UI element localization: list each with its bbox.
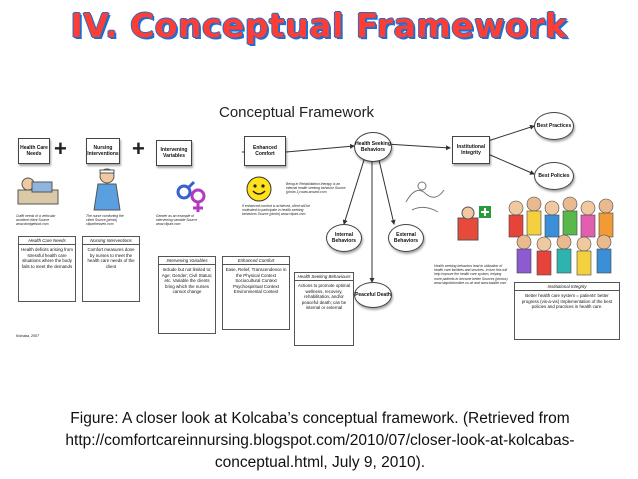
variables-note: Gender as an example of intervening vari… <box>156 214 198 227</box>
variables-panel: Intervening Variables Include but not li… <box>158 256 216 334</box>
slide-title: IV. Conceptual Framework <box>70 6 568 45</box>
conceptual-framework-diagram: Conceptual Framework Health Care Needs +… <box>14 96 624 350</box>
best-policies-circle: Best Policies <box>534 162 574 190</box>
nursing-interventions-box: Nursing Interventions <box>86 138 120 164</box>
variables-panel-text: Include but not limited to: Age; Gender;… <box>161 267 213 295</box>
plus-sign: + <box>132 136 145 161</box>
best-practices-circle: Best Practices <box>534 112 574 140</box>
comfort-panel: Enhanced Comfort Ease, Relief, Transcend… <box>222 256 290 330</box>
gender-symbols-icon <box>176 180 206 212</box>
needs-panel: Health Care Needs Health deficits arisin… <box>18 236 76 302</box>
nurse-note: The nurse comforting the client Source (… <box>86 214 124 227</box>
seeking-panel-heading: Health Seeking Behaviours <box>295 273 353 281</box>
diagram-title: Conceptual Framework <box>219 104 375 121</box>
nursing-panel-text: Comfort measures done by nurses to meet … <box>87 247 135 269</box>
smiley-face-icon <box>246 176 272 202</box>
patient-illustration <box>17 177 59 205</box>
intervening-variables-box: Intervening Variables <box>156 140 192 166</box>
doctor-illustration <box>457 206 491 241</box>
needs-panel-text: Health deficits arising from stressful h… <box>21 247 73 269</box>
institutional-integrity-box: Institutional Integrity <box>452 136 490 164</box>
integrity-note: Health seeking behaviors lead to utiliza… <box>434 264 508 285</box>
internal-behaviors-circle: Internal Behaviors <box>326 224 362 252</box>
seeking-panel-text: Actions to promote optimal wellness, rec… <box>298 283 350 311</box>
source-credit: Kolcaba, 2007 <box>16 334 39 338</box>
seeking-note: Being in Rehabilitation therapy is an in… <box>286 182 346 195</box>
needs-panel-heading: Health Care Needs <box>19 237 75 245</box>
comfort-note: If enhanced comfort is achieved, client … <box>242 204 311 217</box>
enhanced-comfort-box: Enhanced Comfort <box>244 136 286 166</box>
integrity-panel-text: Better health care system = patients' be… <box>521 293 613 310</box>
external-behaviors-circle: External Behaviors <box>388 224 424 252</box>
variables-panel-heading: Intervening Variables <box>159 257 215 265</box>
seeking-panel: Health Seeking Behaviours Actions to pro… <box>294 272 354 346</box>
connector-lines <box>46 124 535 283</box>
crowd-of-children-illustration <box>508 196 614 276</box>
nurse-illustration <box>93 168 121 211</box>
nursing-panel: Nursing Interventions Comfort measures d… <box>82 236 140 302</box>
health-care-needs-box: Health Care Needs <box>18 138 50 164</box>
comfort-panel-text: Ease, Relief, Transcendence in the Physi… <box>225 267 287 295</box>
health-seeking-behaviors-circle: Health Seeking Behaviors <box>354 132 392 162</box>
integrity-panel: Institutional Integrity Better health ca… <box>514 282 620 340</box>
comfort-panel-heading: Enhanced Comfort <box>223 257 289 265</box>
needs-note: Outfit needs of a vehicular accident cli… <box>16 214 56 227</box>
figure-caption: Figure: A closer look at Kolcaba’s conce… <box>65 410 575 471</box>
peaceful-death-circle: Peaceful Death <box>354 282 392 308</box>
integrity-panel-heading: Institutional Integrity <box>515 283 619 291</box>
nursing-panel-heading: Nursing Interventions <box>83 237 139 245</box>
rehab-therapy-sketch <box>405 181 445 213</box>
plus-sign: + <box>54 136 67 161</box>
